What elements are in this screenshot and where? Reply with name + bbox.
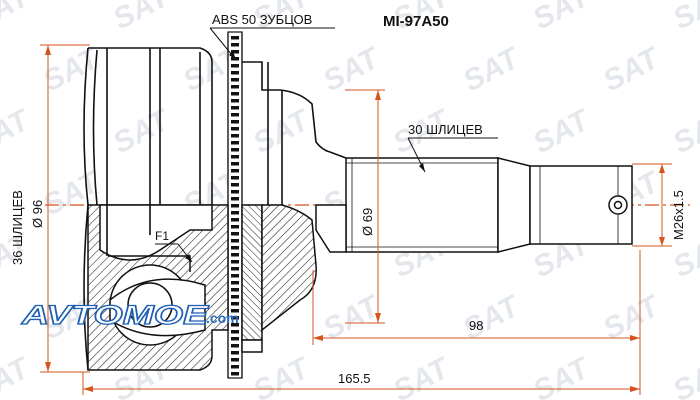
- abs-tooth: [231, 267, 239, 271]
- abs-tooth: [231, 260, 239, 264]
- watermark-text: SAT: [248, 351, 317, 400]
- abs-tooth: [231, 85, 239, 89]
- abs-tooth: [231, 197, 239, 201]
- watermark-text: SAT: [668, 351, 700, 400]
- abs-tooth: [231, 113, 239, 117]
- abs-tooth: [231, 106, 239, 110]
- abs-tooth: [231, 302, 239, 306]
- watermark-text: SAT: [0, 103, 37, 161]
- watermark-text: SAT: [0, 351, 37, 400]
- f1-label: F1: [155, 229, 169, 243]
- abs-tooth: [231, 50, 239, 54]
- length-total-label: 165.5: [338, 371, 371, 386]
- abs-tooth: [231, 274, 239, 278]
- abs-tooth: [231, 183, 239, 187]
- logo-main: AVTOMOE: [21, 300, 210, 330]
- abs-tooth: [231, 64, 239, 68]
- watermark-text: SAT: [668, 0, 700, 36]
- logo-suffix: .com: [206, 310, 239, 326]
- watermark-text: SAT: [668, 103, 700, 161]
- watermark-text: SAT: [528, 0, 597, 36]
- abs-tooth: [231, 337, 239, 341]
- watermark-text: SAT: [388, 351, 457, 400]
- housing-diameter-label: Ø 96: [30, 200, 45, 228]
- abs-tooth: [231, 232, 239, 236]
- abs-tooth: [231, 190, 239, 194]
- abs-tooth: [231, 372, 239, 376]
- part-number: MI-97A50: [383, 13, 449, 30]
- abs-tooth: [231, 155, 239, 159]
- length-stub-label: 98: [469, 318, 483, 333]
- abs-tooth: [231, 281, 239, 285]
- abs-tooth: [231, 218, 239, 222]
- watermark-text: SAT: [108, 103, 177, 161]
- abs-tooth: [231, 323, 239, 327]
- abs-tooth: [231, 295, 239, 299]
- abs-tooth: [231, 358, 239, 362]
- abs-tooth: [231, 246, 239, 250]
- abs-tooth: [231, 43, 239, 47]
- abs-tooth: [231, 316, 239, 320]
- abs-tooth: [231, 71, 239, 75]
- abs-tooth: [231, 176, 239, 180]
- abs-tooth: [231, 169, 239, 173]
- abs-tooth: [231, 99, 239, 103]
- abs-tooth: [231, 288, 239, 292]
- housing-lower-outline: [83, 204, 151, 371]
- dimension-lines: [40, 44, 672, 395]
- abs-tooth: [231, 344, 239, 348]
- watermark-text: SAT: [528, 351, 597, 400]
- outer-splines-label: 30 ШЛИЦЕВ: [408, 122, 483, 137]
- watermark-text: SAT: [108, 0, 177, 36]
- abs-tooth: [231, 120, 239, 124]
- abs-tooth: [231, 148, 239, 152]
- ball-cage: [108, 255, 206, 346]
- abs-tooth: [231, 211, 239, 215]
- abs-tooth: [231, 78, 239, 82]
- abs-tooth: [231, 253, 239, 257]
- watermark-text: SAT: [598, 41, 667, 99]
- stub-shaft: [345, 157, 633, 253]
- abs-tooth: [231, 365, 239, 369]
- abs-tooth: [231, 162, 239, 166]
- watermark-text: SAT: [458, 41, 527, 99]
- abs-tooth: [231, 141, 239, 145]
- abs-tooth: [231, 351, 239, 355]
- watermark-text: SAT: [528, 103, 597, 161]
- watermark-text: SAT: [0, 0, 37, 36]
- stem-outline: [242, 61, 347, 205]
- abs-tooth: [231, 92, 239, 96]
- abs-tooth: [231, 36, 239, 40]
- abs-tooth: [231, 239, 239, 243]
- abs-ring: [227, 31, 243, 379]
- abs-tooth: [231, 330, 239, 334]
- leader-arrows: [185, 51, 425, 262]
- abs-tooth: [231, 309, 239, 313]
- avtomoe-logo: AVTOMOE .com: [20, 299, 239, 330]
- dimension-arrows: [45, 45, 665, 392]
- abs-tooth: [231, 134, 239, 138]
- inner-splines-label: 36 ШЛИЦЕВ: [10, 190, 25, 265]
- abs-tooth: [231, 225, 239, 229]
- abs-tooth: [231, 204, 239, 208]
- abs-tooth: [231, 127, 239, 131]
- abs-teeth-label: ABS 50 ЗУБЦОВ: [212, 12, 312, 27]
- seal-diameter-label: Ø 69: [360, 208, 375, 236]
- thread-label: M26x1.5: [671, 190, 686, 240]
- outer-housing: [83, 47, 213, 206]
